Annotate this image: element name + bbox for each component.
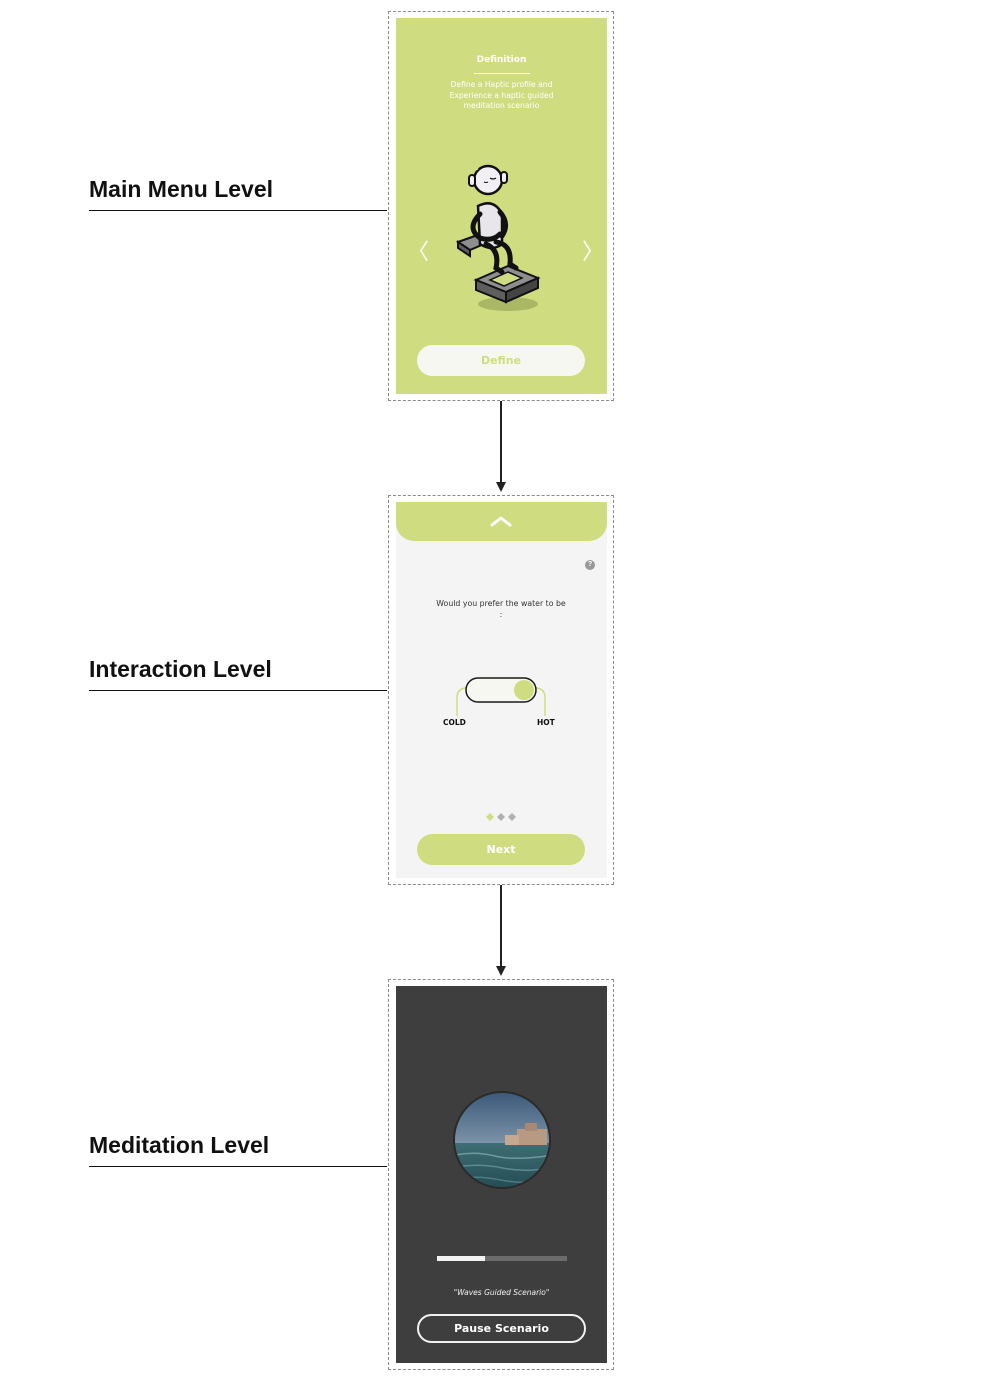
- collapse-header[interactable]: [396, 502, 607, 541]
- main-menu-screen: Definition Define a Haptic profile and E…: [396, 18, 607, 394]
- interaction-level-label: Interaction Level: [89, 656, 272, 682]
- previous-arrow-icon[interactable]: 〈: [407, 240, 430, 265]
- flow-arrow-shaft-2: [500, 885, 502, 967]
- flow-arrow-shaft-1: [500, 401, 502, 483]
- scenario-progress-bar: [437, 1256, 567, 1261]
- main-menu-frame: Definition Define a Haptic profile and E…: [388, 11, 614, 401]
- meditation-frame: "Waves Guided Scenario" Pause Scenario: [388, 979, 614, 1370]
- definition-description: Define a Haptic profile and Experience a…: [449, 80, 554, 110]
- flow-arrow-head-1: [496, 482, 506, 492]
- interaction-level-leader-line: [89, 690, 387, 691]
- meditating-figure-icon: [456, 164, 541, 311]
- flow-arrow-head-2: [496, 966, 506, 976]
- scenario-caption: "Waves Guided Scenario": [453, 1288, 550, 1297]
- meditation-level-label: Meditation Level: [89, 1132, 270, 1158]
- chevron-up-icon[interactable]: [490, 515, 512, 527]
- sea-landscape-image: [453, 1091, 551, 1189]
- scenario-progress-fill: [437, 1256, 486, 1261]
- temperature-toggle[interactable]: [451, 672, 551, 717]
- definition-title: Definition: [476, 55, 527, 65]
- meditation-screen: "Waves Guided Scenario" Pause Scenario: [396, 986, 607, 1363]
- interaction-screen: ? Would you prefer the water to be : COL…: [396, 502, 607, 878]
- cold-label: COLD: [443, 718, 466, 727]
- page-indicator: [486, 813, 516, 821]
- help-icon[interactable]: ?: [585, 560, 595, 570]
- title-divider: [474, 73, 530, 74]
- interaction-frame: ? Would you prefer the water to be : COL…: [388, 495, 614, 885]
- main-menu-level-label: Main Menu Level: [89, 176, 274, 202]
- water-question: Would you prefer the water to be :: [436, 599, 566, 619]
- meditation-level-leader-line: [89, 1166, 387, 1167]
- next-arrow-icon[interactable]: 〉: [582, 240, 605, 265]
- define-button[interactable]: Define: [417, 345, 585, 376]
- main-menu-level-leader-line: [89, 210, 387, 211]
- pause-scenario-button[interactable]: Pause Scenario: [417, 1314, 586, 1343]
- hot-label: HOT: [537, 718, 555, 727]
- next-button[interactable]: Next: [417, 834, 585, 865]
